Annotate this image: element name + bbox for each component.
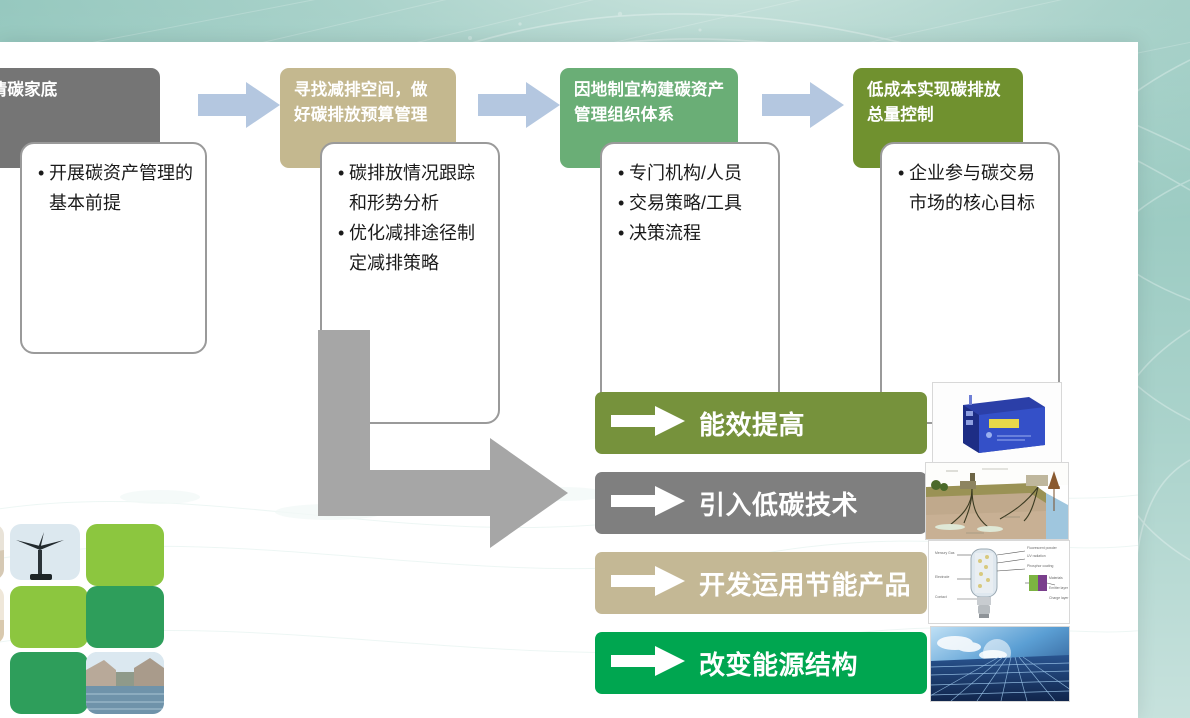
wind-turbine-photo — [10, 524, 80, 580]
mosaic-tile-green-4 — [10, 652, 88, 714]
flow-arrow-3 — [762, 82, 844, 128]
meeting-photo — [0, 586, 4, 644]
flow-card-2-bullet-list: 碳排放情况跟踪和形势分析 优化减排途径制定减排策略 — [322, 144, 498, 278]
svg-text:Contact: Contact — [935, 595, 947, 599]
energy-saving-lamp-diagram: Mercury Gas Fluorescent powder UV radiat… — [928, 540, 1070, 624]
measure-bar-2-label: 引入低碳技术 — [699, 489, 859, 520]
flow-card-1-bullet-list: 开展碳资产管理的基本前提 — [22, 144, 205, 218]
mosaic-tile-green-3 — [86, 586, 164, 648]
white-right-arrow-icon — [611, 645, 685, 681]
flow-arrow-1 — [198, 82, 280, 128]
measure-bar-1-label: 能效提高 — [699, 409, 806, 440]
measure-bar-1[interactable]: 能效提高 — [595, 392, 927, 454]
mosaic-tile-green-2 — [10, 586, 88, 648]
svg-text:Emitter layer: Emitter layer — [1049, 586, 1069, 590]
svg-text:Charge layer: Charge layer — [1049, 596, 1069, 600]
flow-card-4-body: 企业参与碳交易市场的核心目标 — [880, 142, 1060, 424]
list-item: 企业参与碳交易市场的核心目标 — [898, 158, 1048, 218]
measure-bar-2[interactable]: 引入低碳技术 — [595, 472, 927, 534]
carbon-capture-storage-diagram — [925, 462, 1069, 540]
solar-panel-photo — [930, 626, 1070, 702]
list-item: 碳排放情况跟踪和形势分析 — [338, 158, 488, 218]
flow-card-3-bullet-list: 专门机构/人员 交易策略/工具 决策流程 — [602, 144, 778, 248]
svg-text:Materials: Materials — [1049, 576, 1063, 580]
svg-text:Mercury Gas: Mercury Gas — [935, 551, 955, 555]
measure-bar-3-label: 开发运用节能产品 — [699, 569, 912, 600]
svg-text:UV radiation: UV radiation — [1027, 554, 1046, 558]
white-right-arrow-icon — [611, 485, 685, 521]
list-item: 优化减排途径制定减排策略 — [338, 218, 488, 278]
white-right-arrow-icon — [611, 405, 685, 441]
flow-card-3-body: 专门机构/人员 交易策略/工具 决策流程 — [600, 142, 780, 424]
svg-text:Electrode: Electrode — [935, 575, 949, 579]
measure-bar-4-label: 改变能源结构 — [699, 649, 859, 680]
flow-card-1-body: 开展碳资产管理的基本前提 — [20, 142, 207, 354]
industrial-chiller-photo — [932, 382, 1062, 466]
measure-bar-4[interactable]: 改变能源结构 — [595, 632, 927, 694]
canal-town-photo — [86, 652, 164, 714]
svg-text:Fluorescent powder: Fluorescent powder — [1027, 546, 1058, 550]
flow-card-2-body: 碳排放情况跟踪和形势分析 优化减排途径制定减排策略 — [320, 142, 500, 424]
list-item: 专门机构/人员 — [618, 158, 768, 188]
mosaic-tile-green-1 — [86, 524, 164, 586]
white-right-arrow-icon — [611, 565, 685, 601]
list-item: 决策流程 — [618, 218, 768, 248]
flow-arrow-2 — [478, 82, 560, 128]
handshake-photo — [0, 524, 4, 580]
bent-right-arrow-icon — [318, 330, 578, 560]
flow-card-4-bullet-list: 企业参与碳交易市场的核心目标 — [882, 144, 1058, 218]
svg-text:Phosphor coating: Phosphor coating — [1027, 564, 1054, 568]
list-item: 交易策略/工具 — [618, 188, 768, 218]
list-item: 开展碳资产管理的基本前提 — [38, 158, 195, 218]
measure-bar-3[interactable]: 开发运用节能产品 — [595, 552, 927, 614]
